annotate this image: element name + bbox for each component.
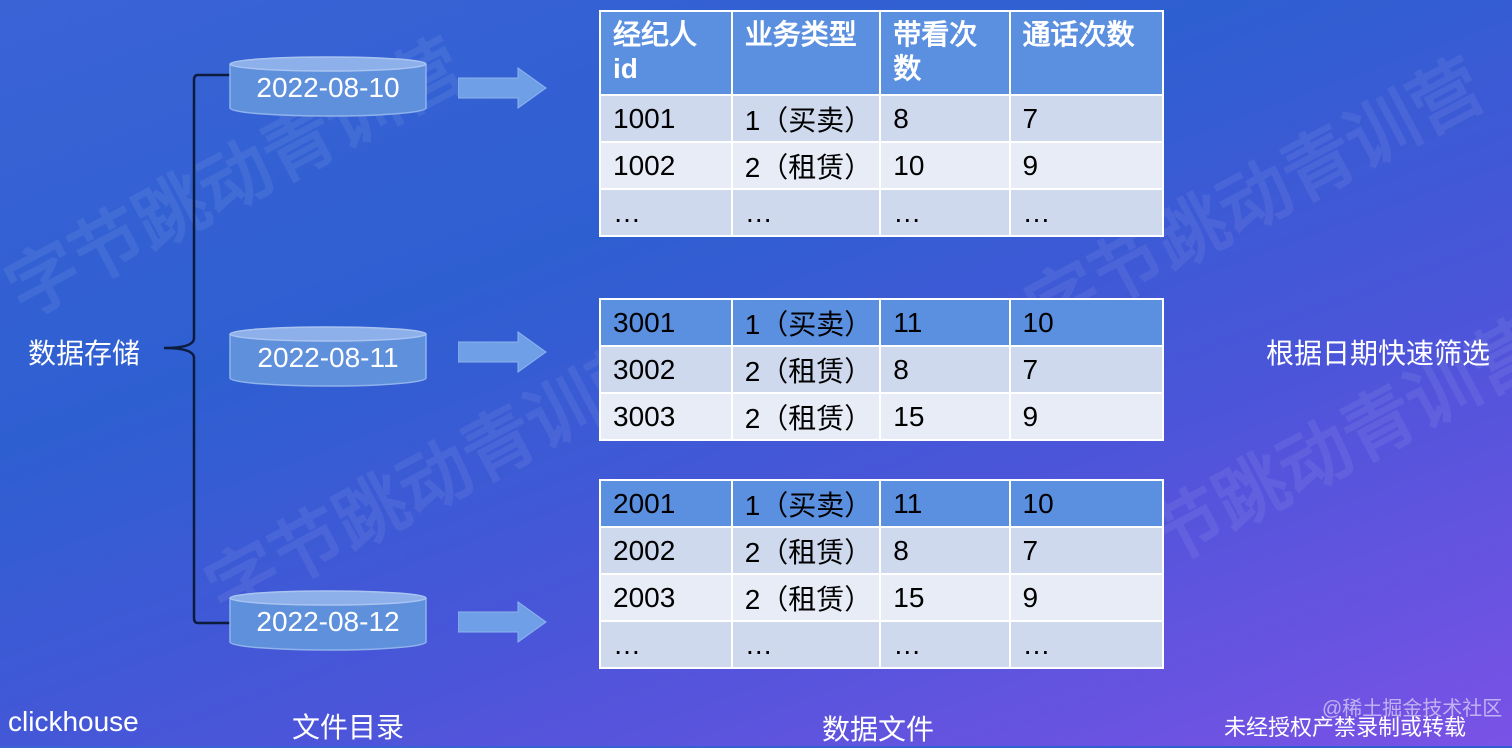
table-cell: 11 <box>879 479 1011 528</box>
table-cell: … <box>599 620 733 669</box>
credit-text: @稀土掘金技术社区 <box>1322 698 1503 720</box>
directory-date: 2022-08-10 <box>256 72 400 103</box>
filter-label: 根据日期快速筛选 <box>1266 338 1491 369</box>
table-row: 3003 2（租赁） 15 9 <box>599 392 1165 441</box>
table-cell: 10 <box>1008 479 1165 528</box>
data-file-table: 经纪人id 业务类型 带看次数 通话次数 1001 1（买卖） 8 7 1002… <box>599 10 1165 237</box>
table-cell: … <box>730 188 882 237</box>
header-cell: 通话次数 <box>1008 10 1165 96</box>
header-cell: 业务类型 <box>730 10 882 96</box>
table-cell: 7 <box>1008 345 1165 394</box>
table-cell: 15 <box>879 392 1011 441</box>
header-cell: 带看次数 <box>879 10 1011 96</box>
table-cell: 7 <box>1008 526 1165 575</box>
table-cell: 8 <box>879 526 1011 575</box>
table-row: … … … … <box>599 620 1165 669</box>
table-row: 1002 2（租赁） 10 9 <box>599 141 1165 190</box>
table-cell: 9 <box>1008 573 1165 622</box>
table-cell: 3002 <box>599 345 733 394</box>
table-cell: 1001 <box>599 94 733 143</box>
table-row: 2001 1（买卖） 11 10 <box>599 479 1165 528</box>
table-cell: 9 <box>1008 141 1165 190</box>
directory-cylinder: 2022-08-11 <box>228 326 428 388</box>
table-cell: 3001 <box>599 298 733 347</box>
directory-cylinder: 2022-08-10 <box>228 56 428 118</box>
table-cell: … <box>879 620 1011 669</box>
notice-text: 未经授权产禁录制或转载 <box>1224 715 1467 740</box>
table-row: 2002 2（租赁） 8 7 <box>599 526 1165 575</box>
storage-label: 数据存储 <box>28 338 141 369</box>
table-cell: 2001 <box>599 479 733 528</box>
bracket-connector <box>163 73 230 625</box>
directory-caption: 文件目录 <box>292 712 405 743</box>
directory-date: 2022-08-12 <box>256 606 400 637</box>
table-cell: 15 <box>879 573 1011 622</box>
table-cell: 10 <box>879 141 1011 190</box>
table-cell: 1002 <box>599 141 733 190</box>
table-cell: 1（买卖） <box>730 298 882 347</box>
table-cell: 3003 <box>599 392 733 441</box>
table-header-row: 经纪人id 业务类型 带看次数 通话次数 <box>599 10 1165 96</box>
table-cell: 2（租赁） <box>730 573 882 622</box>
table-row: 2003 2（租赁） 15 9 <box>599 573 1165 622</box>
table-cell: 1（买卖） <box>730 479 882 528</box>
table-cell: 8 <box>879 345 1011 394</box>
table-row: 3001 1（买卖） 11 10 <box>599 298 1165 347</box>
directory-date: 2022-08-11 <box>257 342 399 373</box>
table-cell: … <box>599 188 733 237</box>
table-row: 3002 2（租赁） 8 7 <box>599 345 1165 394</box>
table-cell: … <box>1008 620 1165 669</box>
table-cell: 2（租赁） <box>730 392 882 441</box>
data-file-table: 3001 1（买卖） 11 10 3002 2（租赁） 8 7 3003 2（租… <box>599 298 1165 441</box>
table-cell: … <box>730 620 882 669</box>
table-cell: 10 <box>1008 298 1165 347</box>
table-cell: 2（租赁） <box>730 141 882 190</box>
table-cell: 2（租赁） <box>730 345 882 394</box>
header-cell: 经纪人id <box>599 10 733 96</box>
table-cell: 9 <box>1008 392 1165 441</box>
data-file-caption: 数据文件 <box>822 714 935 745</box>
table-cell: … <box>879 188 1011 237</box>
table-cell: 2002 <box>599 526 733 575</box>
data-file-table: 2001 1（买卖） 11 10 2002 2（租赁） 8 7 2003 2（租… <box>599 479 1165 669</box>
arrow-right-icon <box>458 67 547 109</box>
table-cell: 2（租赁） <box>730 526 882 575</box>
table-cell: 11 <box>879 298 1011 347</box>
table-cell: 1（买卖） <box>730 94 882 143</box>
table-cell: 2003 <box>599 573 733 622</box>
arrow-right-icon <box>458 601 547 643</box>
table-row: … … … … <box>599 188 1165 237</box>
table-cell: 7 <box>1008 94 1165 143</box>
table-cell: … <box>1008 188 1165 237</box>
table-row: 1001 1（买卖） 8 7 <box>599 94 1165 143</box>
directory-cylinder: 2022-08-12 <box>228 590 428 652</box>
table-cell: 8 <box>879 94 1011 143</box>
brand-text: clickhouse <box>8 706 139 737</box>
arrow-right-icon <box>458 331 547 373</box>
